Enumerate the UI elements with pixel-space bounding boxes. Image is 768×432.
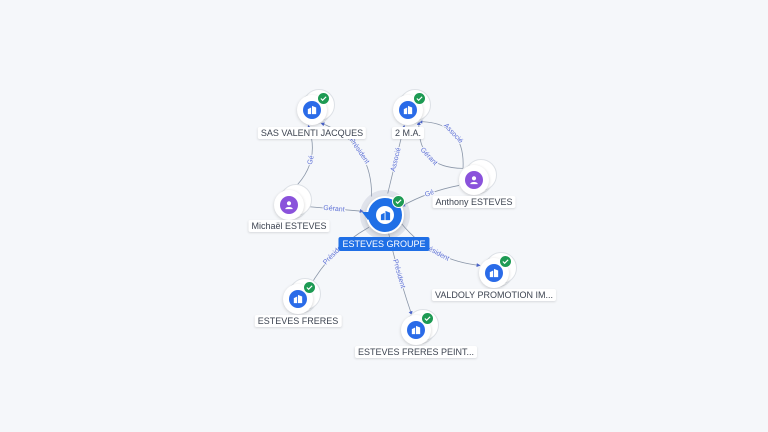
edge-label: Président <box>348 137 371 165</box>
center-node-label[interactable]: ESTEVES GROUPE <box>338 237 430 251</box>
edge-anthony-center <box>401 185 460 207</box>
node-label[interactable]: Michaël ESTEVES <box>248 220 330 232</box>
edge-label: Associé <box>390 147 403 173</box>
edge-label: Gé <box>307 155 316 166</box>
person-icon <box>465 171 483 189</box>
node-label[interactable]: ESTEVES FRERES PEINT... <box>354 346 478 358</box>
node-label[interactable]: VALDOLY PROMOTION IM... <box>431 289 557 301</box>
verified-check-icon <box>499 255 512 268</box>
edge-label: Associé <box>442 122 464 145</box>
building-icon <box>289 290 307 308</box>
pin-pointer <box>362 212 374 220</box>
node-label[interactable]: SAS VALENTI JACQUES <box>257 127 367 139</box>
building-icon <box>376 206 394 224</box>
person-icon <box>280 196 298 214</box>
node-marker[interactable] <box>297 92 330 125</box>
edge-anthony-ma <box>418 119 464 169</box>
verified-check-icon <box>413 92 426 105</box>
node-label[interactable]: ESTEVES FRERES <box>254 315 342 327</box>
node-label[interactable]: Anthony ESTEVES <box>432 196 516 208</box>
edge-label: Président <box>391 259 406 289</box>
node-marker[interactable] <box>274 190 304 220</box>
node-marker[interactable] <box>283 281 316 314</box>
building-icon <box>303 101 321 119</box>
edge-center-valdoly <box>400 222 481 268</box>
node-marker[interactable] <box>479 255 512 288</box>
node-label[interactable]: 2 M.A. <box>391 127 425 139</box>
center-node-marker[interactable] <box>362 195 405 234</box>
verified-check-icon <box>392 195 405 208</box>
edge-label: Gérant <box>323 205 345 214</box>
verified-check-icon <box>317 92 330 105</box>
edge-label: Gérant <box>419 147 439 167</box>
node-marker[interactable] <box>401 312 434 345</box>
node-marker[interactable] <box>393 92 426 125</box>
edge-label: Gé <box>424 189 435 199</box>
node-marker[interactable] <box>459 165 489 195</box>
verified-check-icon <box>421 312 434 325</box>
building-icon <box>407 321 425 339</box>
building-icon <box>399 101 417 119</box>
edge-anthony-ma <box>416 120 464 169</box>
building-icon <box>485 264 503 282</box>
verified-check-icon <box>303 281 316 294</box>
